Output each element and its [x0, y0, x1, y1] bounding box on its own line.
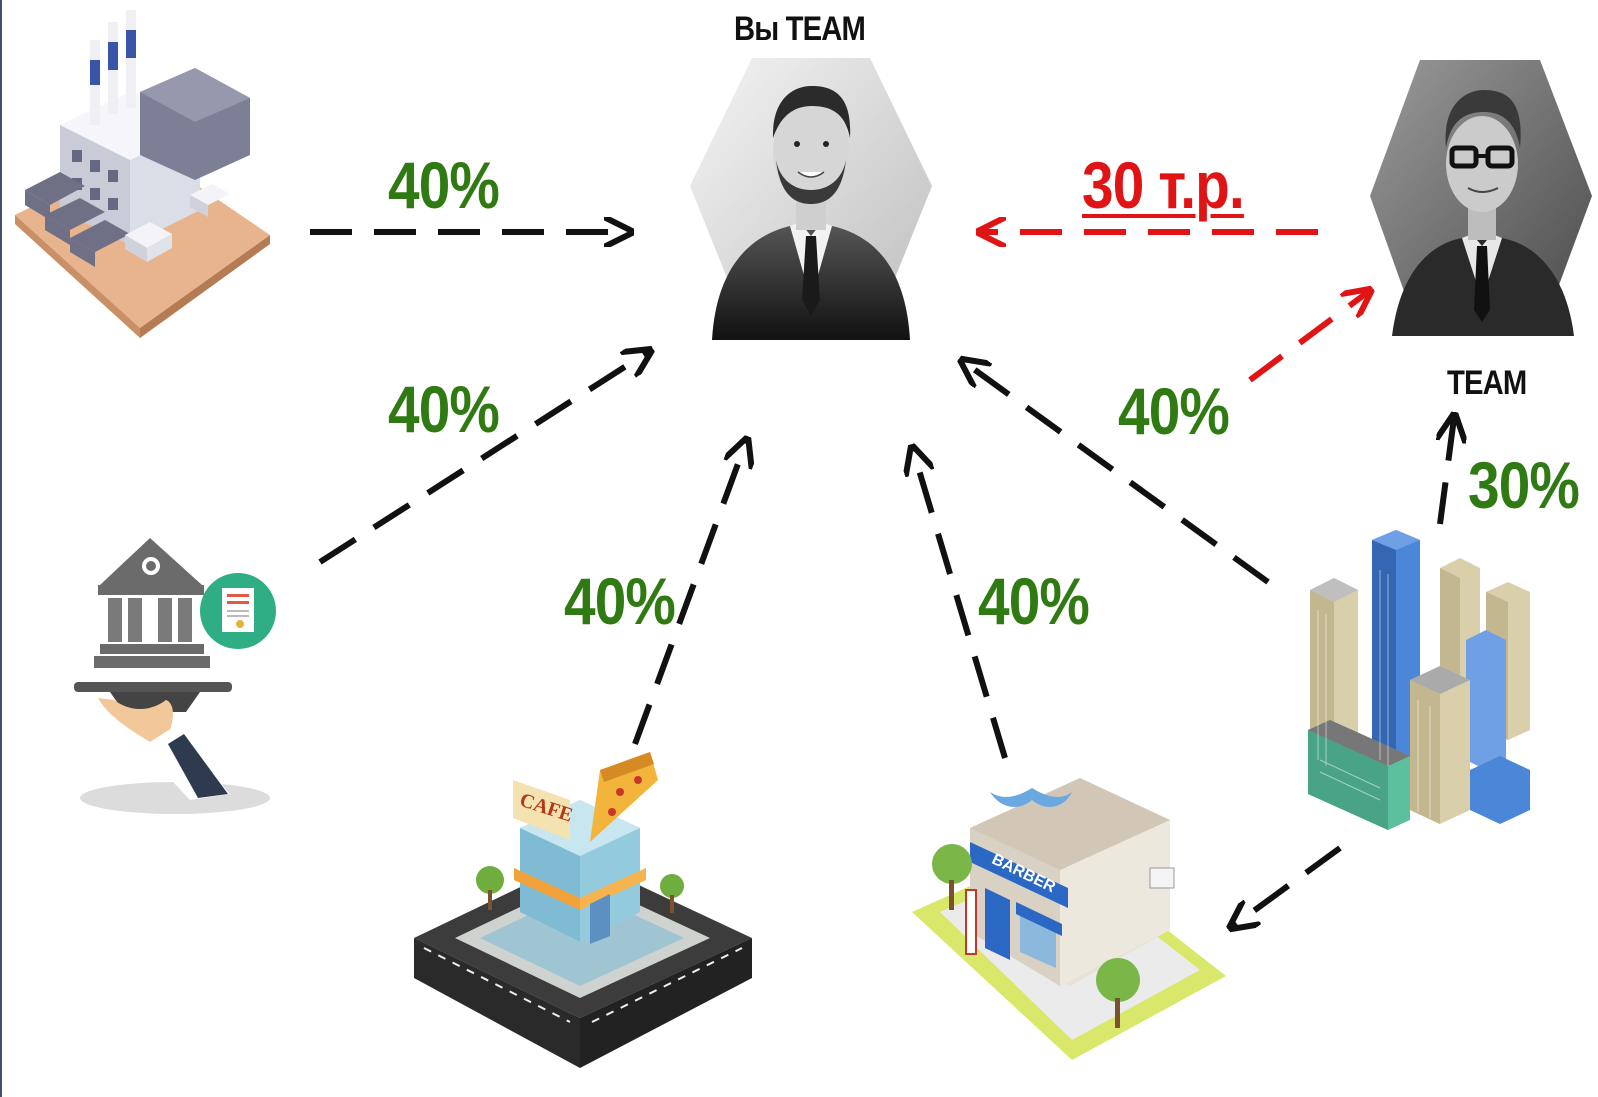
- arrow-bank-to-you: [318, 352, 648, 565]
- center-person-label: Вы TEAM: [734, 10, 866, 48]
- bank-edge-label: 40%: [388, 372, 500, 446]
- right-person-label: TEAM: [1447, 364, 1527, 402]
- arrow-cafe-to-you: [632, 442, 746, 746]
- arrow-you-to-team: [1248, 292, 1368, 383]
- factory-edge-label: 40%: [388, 148, 500, 222]
- bank-on-tray-icon: [74, 538, 276, 814]
- connectors: [310, 232, 1454, 926]
- arrow-barber-to-you: [913, 450, 1008, 759]
- city-to-team-edge-label: 30%: [1468, 448, 1580, 522]
- cafe-building-icon: CAFE: [414, 752, 752, 1068]
- businessman-glasses-portrait-icon: [1370, 60, 1592, 336]
- barber-edge-label: 40%: [978, 564, 1090, 638]
- arrow-city-to-barber: [1233, 845, 1342, 926]
- team-payment-label: 30 т.р.: [1082, 148, 1245, 222]
- cafe-edge-label: 40%: [564, 564, 676, 638]
- city-buildings-icon: [1308, 530, 1530, 830]
- city-edge-label: 40%: [1118, 374, 1230, 448]
- arrow-city-to-team: [1440, 418, 1454, 525]
- businessman-portrait-icon: [690, 58, 932, 340]
- barber-shop-icon: BARBER: [912, 778, 1226, 1060]
- factory-icon: [15, 10, 270, 338]
